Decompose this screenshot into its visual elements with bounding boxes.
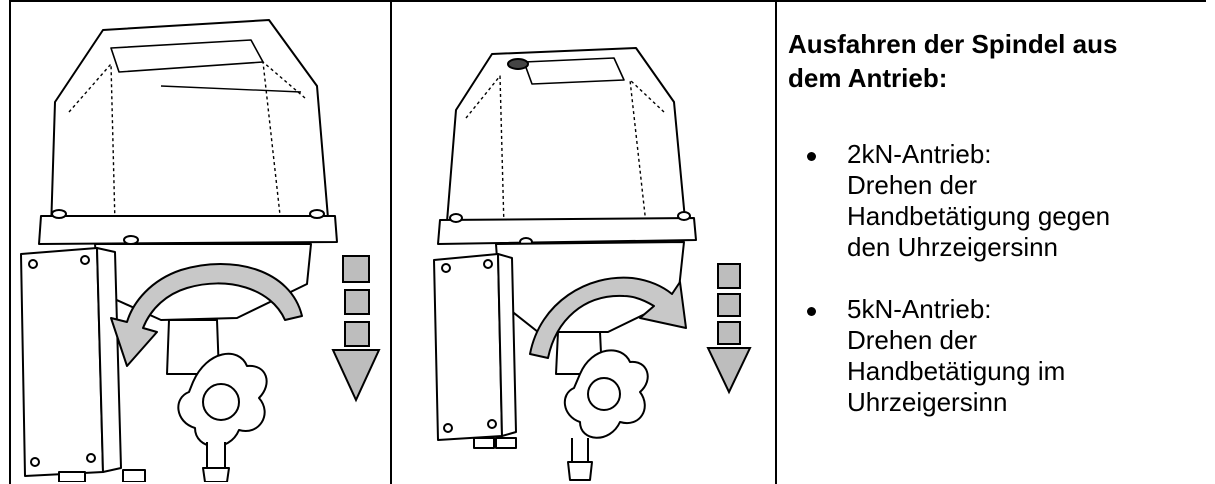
list-item-line: 5kN-Antrieb: bbox=[847, 294, 992, 324]
list-item-2kn: 2kN-Antrieb: Drehen der Handbetätigung g… bbox=[807, 139, 1187, 263]
figure-cell-2kn bbox=[11, 2, 390, 482]
heading-line: dem Antrieb: bbox=[788, 63, 948, 93]
heading-line: Ausfahren der Spindel aus bbox=[788, 29, 1118, 59]
list-item-line: Handbetätigung gegen bbox=[847, 201, 1111, 231]
table-border-left bbox=[9, 2, 11, 484]
bullet-icon bbox=[807, 307, 816, 316]
table-divider-1 bbox=[390, 2, 392, 484]
list-item-line: 2kN-Antrieb: bbox=[847, 139, 992, 169]
actuator-5kn-illustration bbox=[433, 47, 752, 481]
list-item-line: Drehen der bbox=[847, 325, 978, 355]
list-item-5kn: 5kN-Antrieb: Drehen der Handbetätigung i… bbox=[807, 294, 1187, 418]
instruction-list: 2kN-Antrieb: Drehen der Handbetätigung g… bbox=[807, 139, 1187, 418]
instruction-text-cell: Ausfahren der Spindel aus dem Antrieb: 2… bbox=[777, 2, 1205, 482]
list-item-line: Uhrzeigersinn bbox=[847, 387, 1008, 417]
bullet-icon bbox=[807, 152, 816, 161]
list-item-line: Handbetätigung im bbox=[847, 356, 1066, 386]
instruction-table bbox=[9, 0, 1206, 484]
table-divider-2 bbox=[775, 2, 777, 484]
actuator-2kn-illustration bbox=[20, 19, 381, 482]
list-item-line: den Uhrzeigersinn bbox=[847, 232, 1059, 262]
list-item-line: Drehen der bbox=[847, 170, 978, 200]
instruction-heading: Ausfahren der Spindel aus dem Antrieb: bbox=[788, 27, 1193, 95]
figure-cell-5kn bbox=[392, 2, 775, 482]
